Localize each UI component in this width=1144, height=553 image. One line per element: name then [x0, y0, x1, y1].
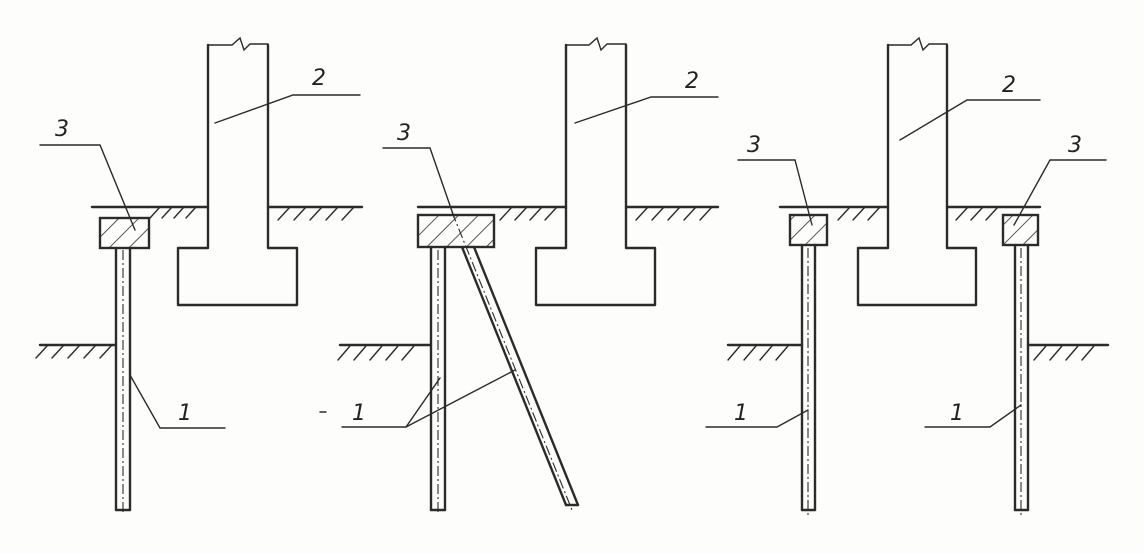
foundation-outline: [176, 43, 299, 307]
ground-hatch: [149, 206, 355, 221]
beam: [98, 216, 151, 250]
label-2: 2: [312, 66, 326, 91]
break-mark: [565, 36, 627, 52]
foundation-outline: [856, 43, 978, 307]
label-1: 1: [352, 401, 366, 426]
ground-hatch: [837, 206, 999, 221]
label-1: 1: [178, 401, 192, 426]
beam-left: [788, 213, 829, 247]
break-mark: [887, 36, 948, 52]
label-3-left: 3: [747, 133, 761, 158]
label-3: 3: [55, 117, 69, 142]
beam: [416, 213, 496, 249]
panel-2: 2 3 1: [319, 36, 720, 515]
panel-3: 2 3 3 1 1: [705, 36, 1110, 515]
ground-hatch: [499, 206, 713, 221]
label-2: 2: [1002, 73, 1016, 98]
label-2: 2: [685, 69, 699, 94]
label-3: 3: [397, 121, 411, 146]
pile-left: [800, 243, 817, 515]
foundation-outline: [534, 43, 657, 307]
pile: [114, 246, 132, 515]
pile-vertical: [429, 245, 447, 515]
label-1-right: 1: [950, 401, 964, 426]
label-3-right: 3: [1068, 133, 1082, 158]
pile-inclined: [451, 211, 580, 511]
panel-1: 2 3 1: [35, 36, 364, 515]
break-mark: [207, 36, 269, 52]
label-1-left: 1: [734, 401, 748, 426]
pile-right: [1013, 243, 1030, 515]
beam-right: [1001, 213, 1040, 247]
